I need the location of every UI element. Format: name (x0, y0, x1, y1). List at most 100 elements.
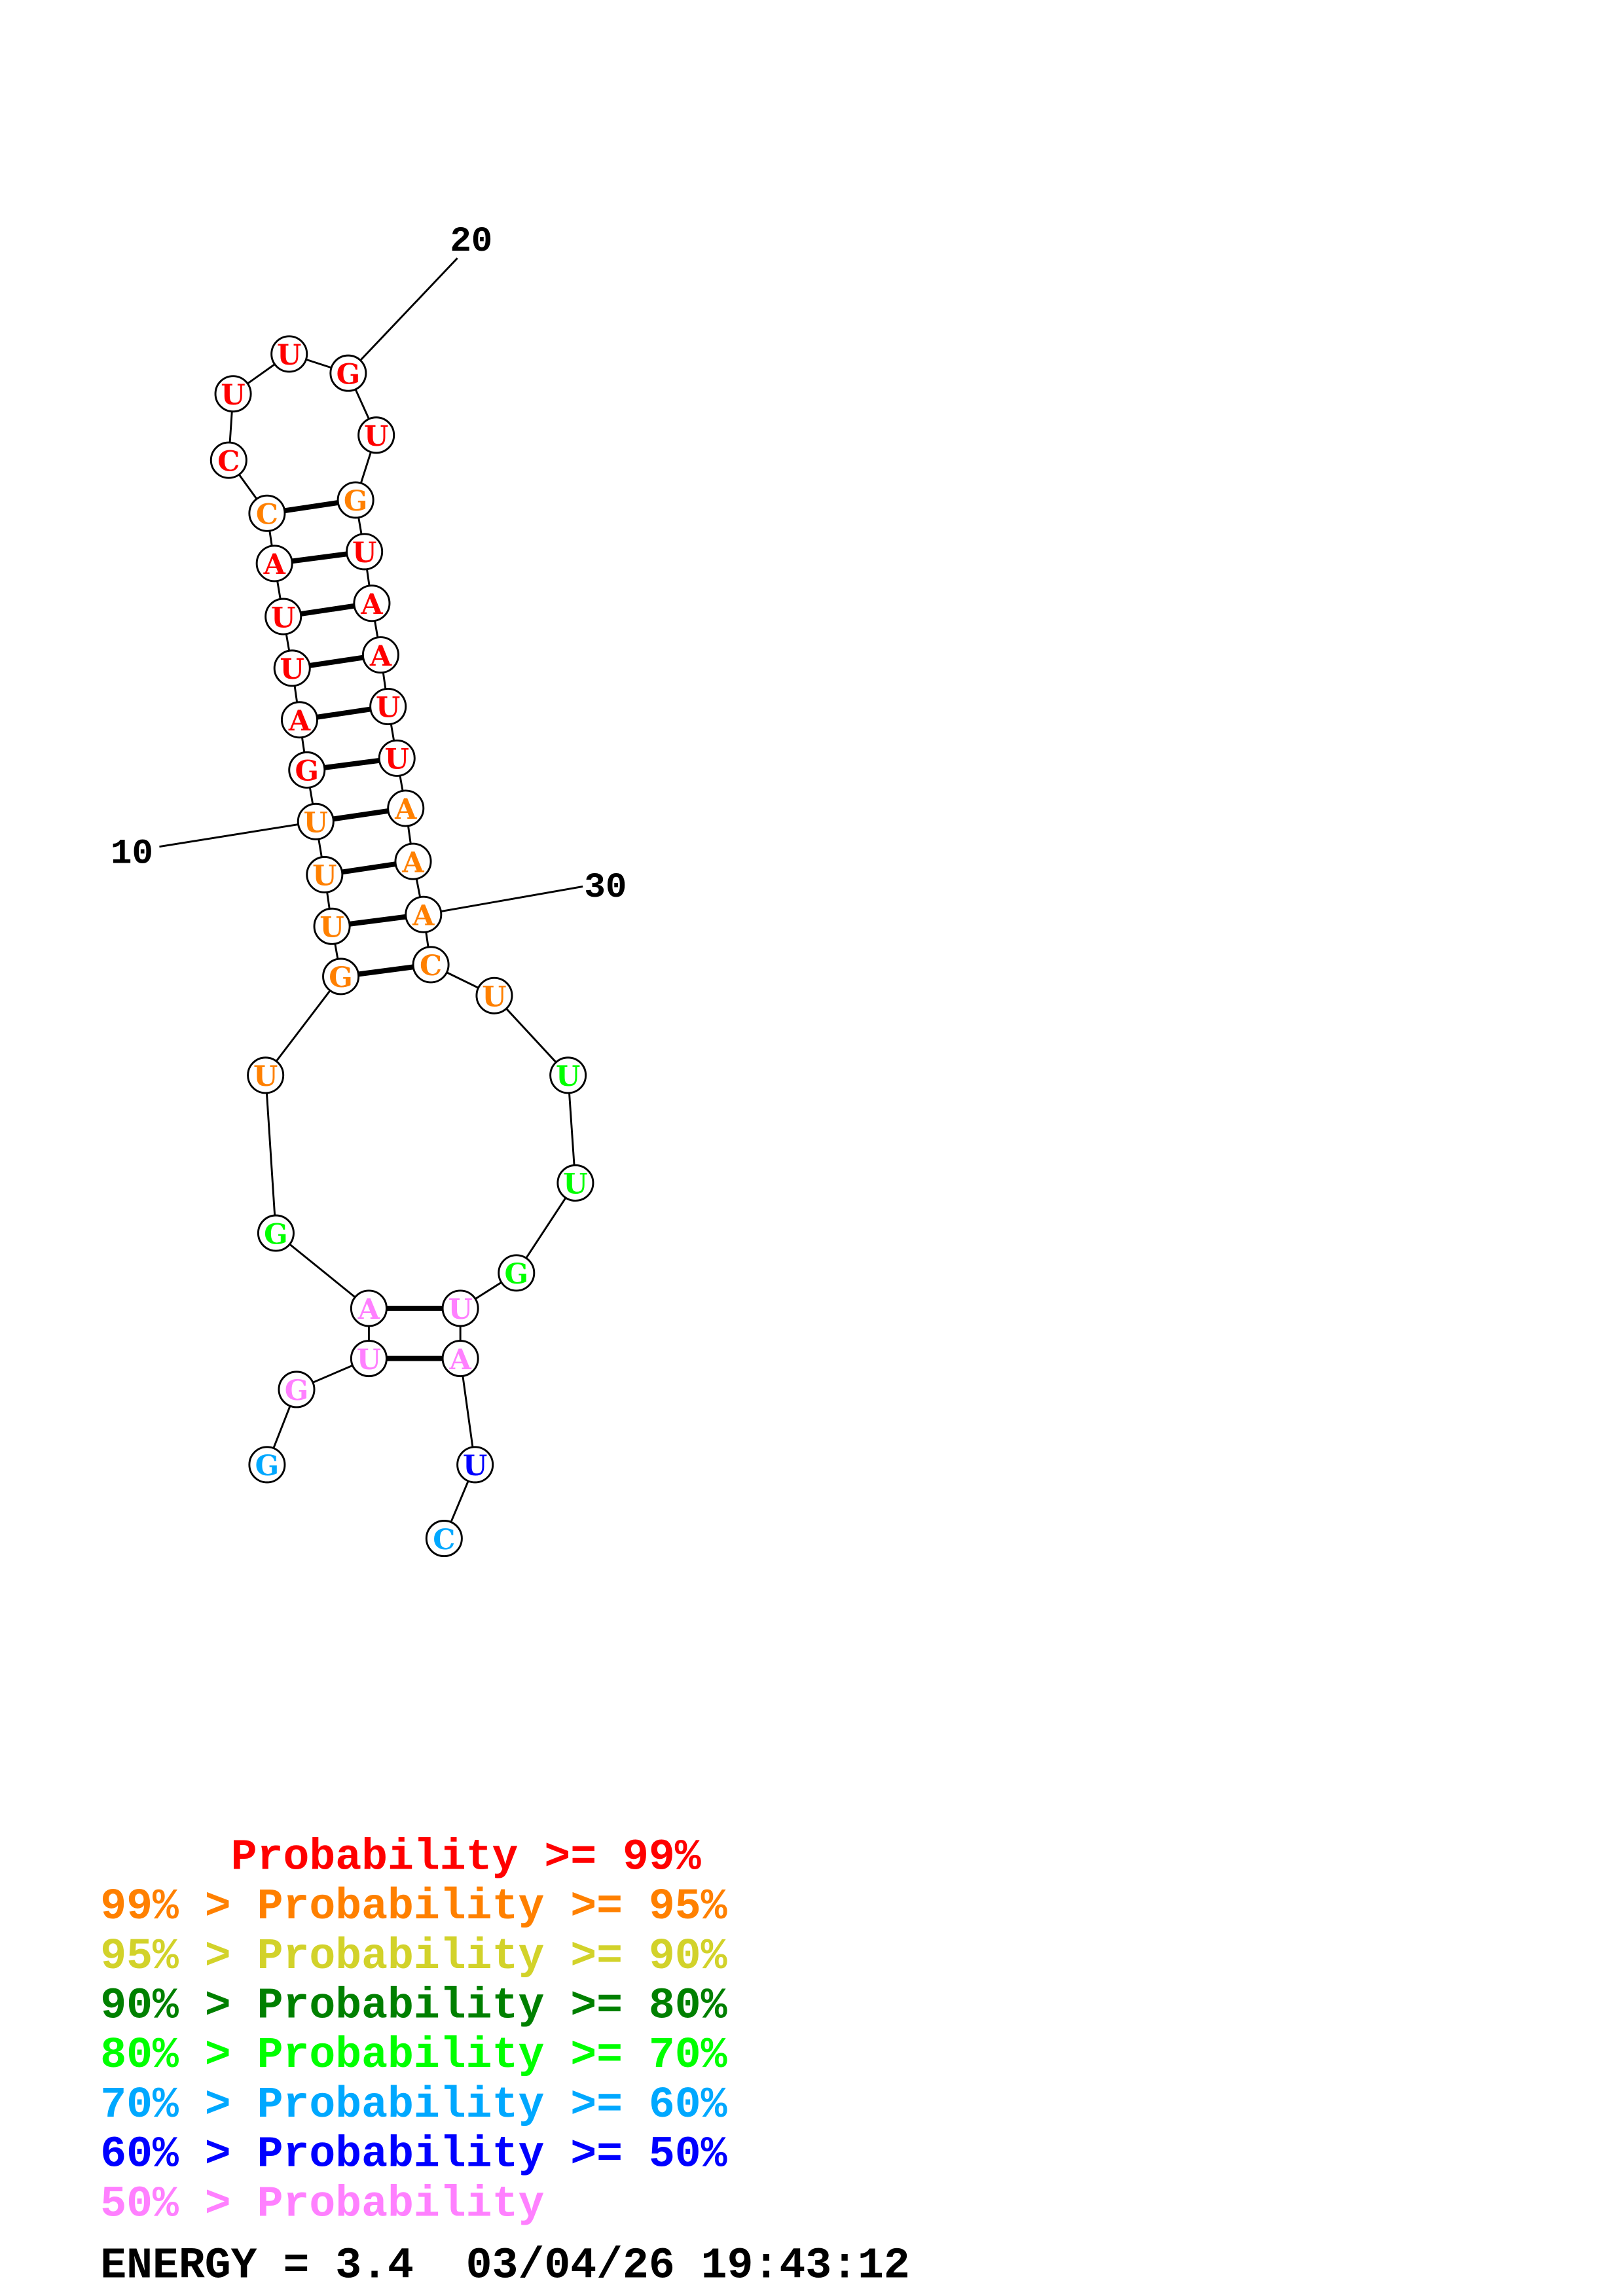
nucleotide-17: C (210, 441, 247, 479)
nucleotide-39: C (425, 1520, 463, 1558)
nucleotide-29: A (394, 842, 432, 880)
nucleotide-38: U (456, 1446, 494, 1484)
nucleotide-letter: U (280, 653, 304, 686)
nucleotide-circle (257, 1214, 295, 1252)
nucleotide-circle (357, 416, 395, 454)
nucleotide-4: A (350, 1289, 388, 1327)
nucleotide-11: G (288, 751, 326, 789)
nucleotide-33: U (549, 1056, 587, 1094)
nucleotide-circle (361, 636, 399, 674)
nucleotide-letter: G (255, 1450, 280, 1482)
nucleotide-circle (346, 533, 384, 571)
nucleotide-circle (337, 481, 374, 519)
nucleotide-letter: U (352, 537, 376, 569)
nucleotide-letter: A (401, 846, 424, 879)
nucleotide-24: A (353, 584, 391, 622)
nucleotide-circle (425, 1520, 463, 1558)
nucleotide-circle (278, 1371, 316, 1408)
nucleotide-circle (255, 545, 293, 583)
nucleotide-letter: U (253, 1060, 278, 1093)
nucleotide-circle (456, 1446, 494, 1484)
nucleotide-22: G (337, 481, 374, 519)
nucleotide-letter: A (394, 793, 417, 826)
nucleotide-34: U (556, 1164, 594, 1202)
nucleotide-10: U (297, 802, 335, 840)
position-labels: 10 20 30 (111, 222, 627, 916)
legend-entry: 99% > Probability >= 95% (100, 1882, 727, 1931)
nucleotide-circle (369, 687, 407, 725)
nucleotide-letter: C (420, 950, 442, 982)
nucleotide-letter: U (463, 1450, 487, 1482)
nucleotide-circle (378, 739, 416, 777)
nucleotide-circle (329, 354, 367, 392)
nucleotide-letter: G (344, 485, 368, 518)
nucleotide-circle (441, 1289, 479, 1327)
nucleotide-letter: G (264, 1218, 288, 1251)
nucleotide-circle (475, 977, 513, 1014)
nucleotide-letter: C (256, 499, 278, 531)
nucleotide-circle (322, 958, 360, 996)
label-line-20 (347, 257, 458, 374)
nucleotide-letter: U (277, 339, 301, 372)
nucleotide-letter: A (357, 1293, 380, 1326)
nucleotide-circle (412, 946, 450, 984)
nucleotide-letter: A (360, 588, 383, 621)
nucleotide-13: U (273, 649, 311, 687)
backbone-segment (264, 1075, 277, 1234)
nucleotide-letter: U (221, 379, 245, 412)
nucleotide-37: A (441, 1340, 479, 1378)
nucleotide-circle (273, 649, 311, 687)
nucleotide-letter: U (448, 1293, 472, 1326)
nucleotide-letter: U (563, 1168, 587, 1201)
nucleotide-letter: U (271, 601, 295, 634)
nucleotide-circle (353, 584, 391, 622)
nucleotide-23: U (346, 533, 384, 571)
nucleotide-letter: A (288, 705, 311, 738)
nucleotide-letter: C (217, 445, 240, 478)
nucleotide-circle (210, 441, 247, 479)
nucleotide-circle (248, 494, 286, 532)
nucleotide-circle (556, 1164, 594, 1202)
nucleotide-circle (247, 1056, 285, 1094)
backbone-segment (264, 976, 342, 1076)
nucleotide-letter: G (504, 1258, 528, 1291)
nucleotide-14: U (264, 598, 302, 636)
nucleotide-circle (394, 842, 432, 880)
nucleotide-28: A (387, 789, 425, 827)
nucleotide-8: U (313, 907, 351, 945)
energy-footer: ENERGY = 3.4 03/04/26 19:43:12 (100, 2242, 910, 2291)
nucleotide-letter: A (263, 548, 286, 581)
nucleotide-31: C (412, 946, 450, 984)
nucleotide-7: G (322, 958, 360, 996)
nucleotide-circle (288, 751, 326, 789)
nucleotide-2: G (278, 1371, 316, 1408)
nucleotide-letter: U (376, 692, 400, 725)
nucleotide-26: U (369, 687, 407, 725)
nucleotide-19: U (270, 335, 308, 373)
nucleotide-circle (405, 895, 443, 933)
nucleotide-circle (498, 1254, 536, 1292)
nucleotide-16: C (248, 494, 286, 532)
nucleotide-15: A (255, 545, 293, 583)
legend-entry: 80% > Probability >= 70% (100, 2031, 727, 2080)
nucleotide-12: A (280, 701, 318, 739)
nucleotide-circle (297, 802, 335, 840)
nucleotide-letter: G (295, 755, 319, 788)
nucleotide-circle (350, 1289, 388, 1327)
nucleotide-letter: G (329, 961, 353, 994)
nucleotide-30: A (405, 895, 443, 933)
nucleotide-letter: U (482, 980, 506, 1013)
position-label-20: 20 (450, 222, 492, 262)
label-line-30 (423, 885, 583, 916)
nucleotide-letter: U (304, 807, 328, 840)
nucleotide-letter: A (369, 640, 392, 673)
position-label-10: 10 (111, 834, 153, 874)
nucleotide-6: U (247, 1056, 285, 1094)
nucleotide-letter: U (319, 912, 344, 944)
nucleotide-18: U (214, 375, 252, 413)
nucleotide-circle (350, 1340, 388, 1378)
nucleotide-9: U (306, 855, 344, 893)
nucleotide-1: G (248, 1446, 286, 1484)
